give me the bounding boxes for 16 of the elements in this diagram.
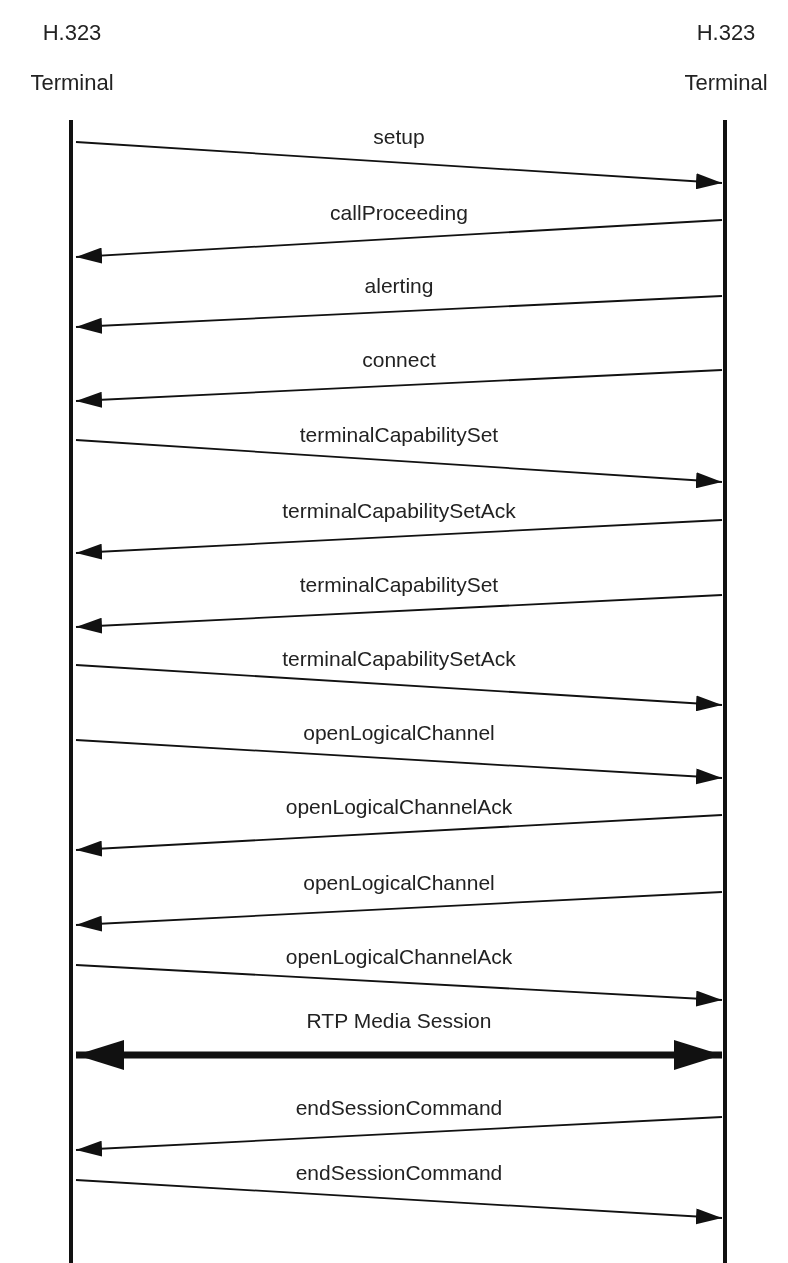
arrow: [75, 814, 723, 857]
participant-label: H.323 Terminal: [683, 19, 769, 97]
arrow: [75, 141, 723, 190]
arrow: [75, 295, 723, 334]
arrow: [75, 519, 723, 560]
arrow: [75, 664, 723, 712]
arrow: [75, 891, 723, 932]
participant-label: H.323 Terminal: [29, 19, 115, 97]
arrow: [75, 1179, 723, 1225]
arrow: [75, 219, 723, 264]
arrow: [75, 1116, 723, 1157]
arrow: [75, 739, 723, 785]
arrow: [75, 439, 723, 489]
arrow: [75, 964, 723, 1007]
arrow: [75, 594, 723, 634]
arrow: [75, 369, 723, 408]
